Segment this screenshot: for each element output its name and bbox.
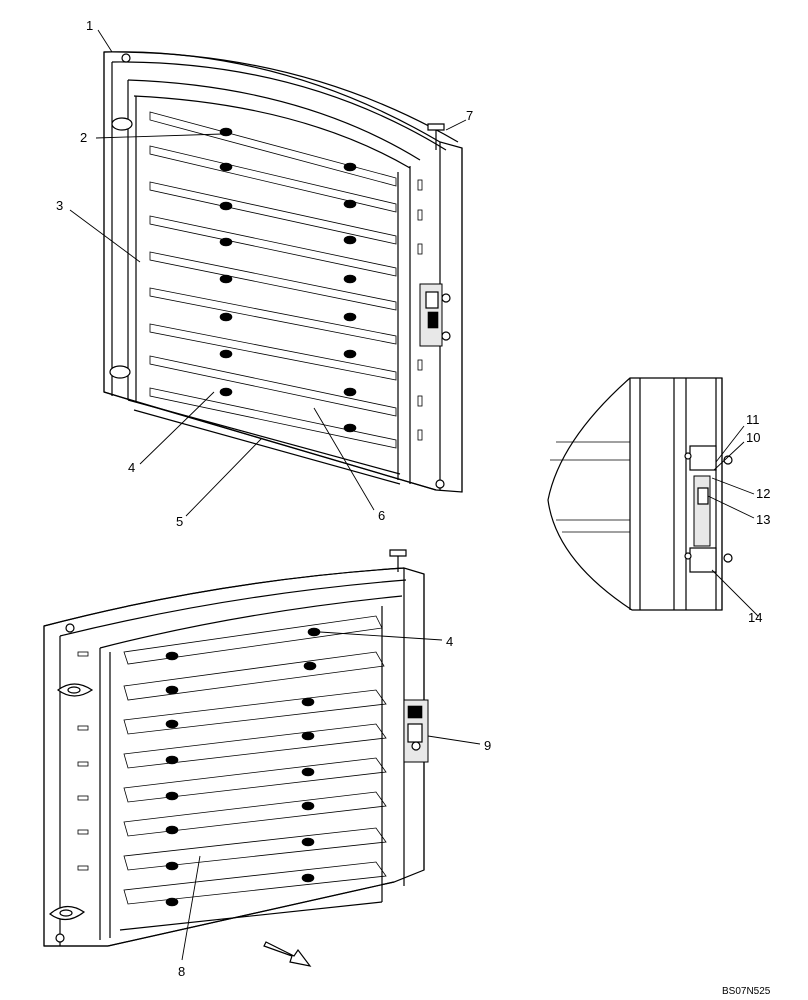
latch-detail-view [547, 377, 733, 611]
callout-13: 13 [756, 512, 770, 527]
callout-10: 10 [746, 430, 760, 445]
bottom-assembly [43, 549, 429, 947]
callout-9: 9 [484, 738, 491, 753]
callout-1: 1 [86, 18, 93, 33]
callout-4-top: 4 [128, 460, 135, 475]
arrow-direction-icon [263, 941, 312, 967]
bottom-louvers [123, 615, 387, 905]
bottom-leaders [181, 631, 481, 961]
callout-2: 2 [80, 130, 87, 145]
top-louvers [149, 111, 397, 449]
top-latch [419, 283, 451, 347]
callout-12: 12 [756, 486, 770, 501]
detail-leaders [707, 425, 759, 617]
top-louver-clips [219, 127, 357, 433]
callout-7: 7 [466, 108, 473, 123]
top-assembly [103, 51, 463, 493]
callout-8: 8 [178, 964, 185, 979]
callout-11: 11 [746, 412, 760, 427]
bottom-louver-clips [165, 627, 321, 907]
callout-4-bottom: 4 [446, 634, 453, 649]
callout-3: 3 [56, 198, 63, 213]
callout-5: 5 [176, 514, 183, 529]
bottom-left-slots [77, 651, 89, 871]
callout-6: 6 [378, 508, 385, 523]
top-leaders [69, 29, 467, 517]
bottom-latch [403, 699, 429, 763]
top-right-slots [417, 179, 423, 441]
drawing-code: BS07N525 [722, 986, 771, 997]
callout-14: 14 [748, 610, 762, 625]
